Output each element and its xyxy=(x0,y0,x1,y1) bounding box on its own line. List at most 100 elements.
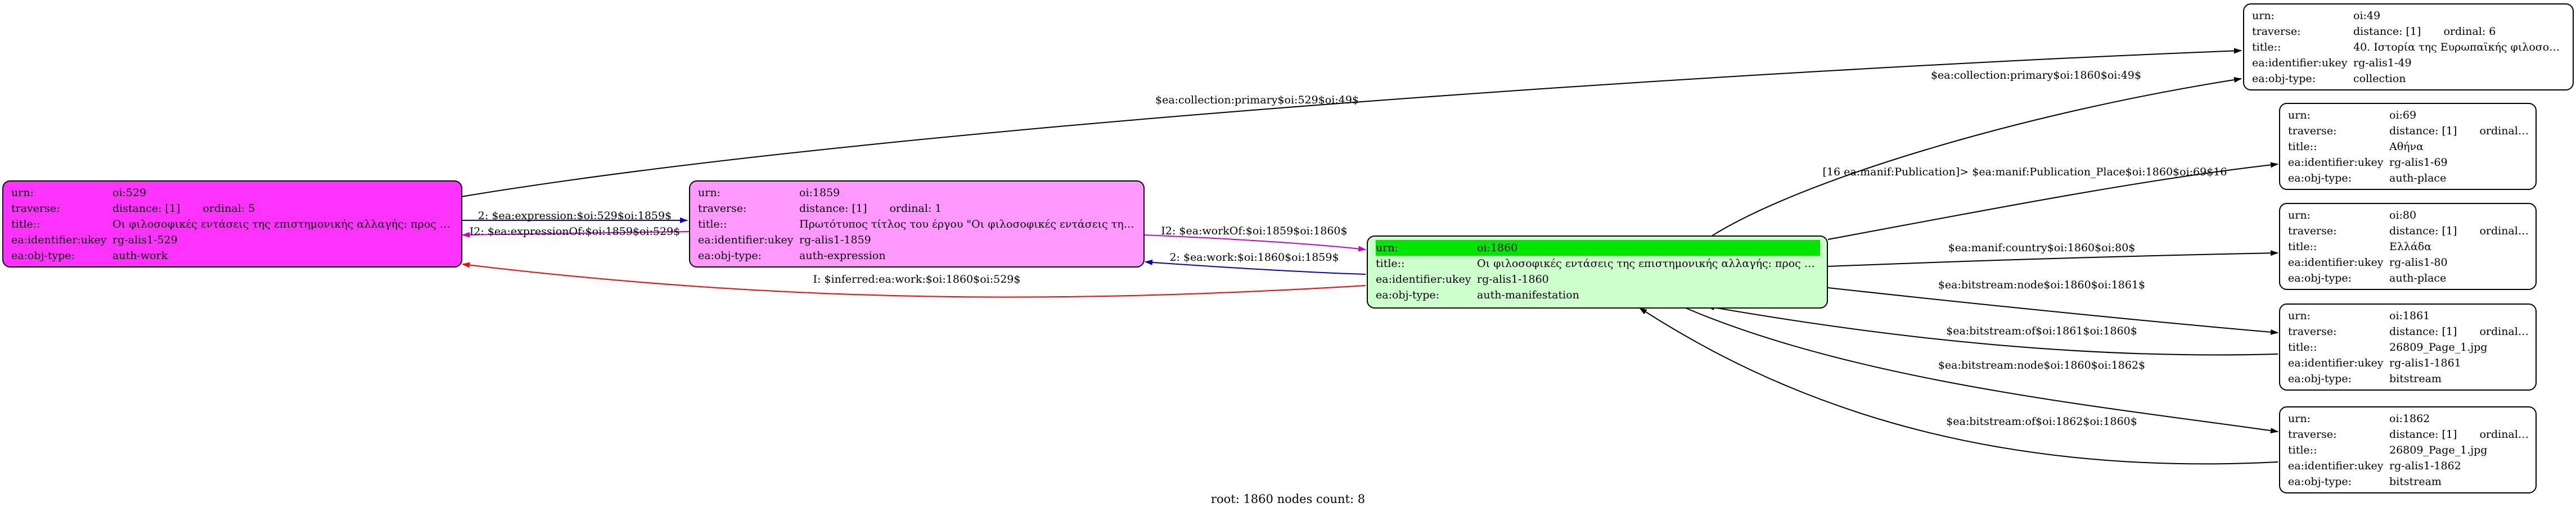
type-value: auth-place xyxy=(2389,272,2447,284)
edge-label-collection-529-49: $ea:collection:primary$oi:529$oi:49$ xyxy=(1155,94,1359,106)
traverse-key: traverse: xyxy=(2288,125,2337,137)
ukey-value: rg-alis1-69 xyxy=(2389,156,2448,169)
urn-value: oi:529 xyxy=(112,187,147,199)
ordinal-value: ordinal: 4 xyxy=(2479,225,2529,237)
ukey-key: ea:identifier:ukey xyxy=(2288,357,2384,369)
type-key: ea:obj-type: xyxy=(2288,475,2352,488)
type-value: auth-manifestation xyxy=(1477,289,1579,301)
edge-label-work-1860-1859: 2: $ea:work:$oi:1860$oi:1859$ xyxy=(1169,251,1339,264)
edge-label-bitnode-1860-1862: $ea:bitstream:node$oi:1860$oi:1862$ xyxy=(1938,359,2146,371)
edge-label-expressionof-1859-529: I2: $ea:expressionOf:$oi:1859$oi:529$ xyxy=(469,225,681,238)
urn-value: oi:1860 xyxy=(1477,242,1518,254)
edge-collection-529-49 xyxy=(461,48,2242,197)
ukey-key: ea:identifier:ukey xyxy=(2288,256,2384,269)
edge-label-collection-1860-49: $ea:collection:primary$oi:1860$oi:49$ xyxy=(1930,69,2142,81)
graph-footer: root: 1860 nodes count: 8 xyxy=(1210,492,1366,506)
ordinal-value: ordinal: 5 xyxy=(202,202,255,215)
title-value: Ελλάδα xyxy=(2389,241,2432,253)
node-oi-1862[interactable]: urn: oi:1862 traverse: distance: [1] ordina… xyxy=(2279,406,2537,493)
distance-value: distance: [1] xyxy=(2389,125,2457,137)
traverse-key: traverse: xyxy=(2288,428,2337,441)
title-key: title:: xyxy=(2288,341,2317,354)
ordinal-value: ordinal: 3 xyxy=(2479,428,2529,441)
ukey-value: rg-alis1-1862 xyxy=(2389,460,2461,472)
title-key: title:: xyxy=(2252,41,2281,53)
type-value: bitstream xyxy=(2389,373,2442,385)
ordinal-value: ordinal: 6 xyxy=(2443,25,2496,38)
node-oi-1860-root[interactable]: urn: oi:1860 title::Οι φιλοσοφικές εντάσε… xyxy=(1367,235,1828,309)
node-oi-1859[interactable]: urn: oi:1859 traverse: distance: [1] ordina… xyxy=(689,180,1145,268)
traverse-key: traverse: xyxy=(698,202,747,215)
node-oi-49[interactable]: urn:oi:49 traverse:distance: [1]ordinal:… xyxy=(2243,3,2574,90)
title-key: title:: xyxy=(2288,444,2317,456)
node-oi-69[interactable]: urn:oi:69 traverse:distance: [1]ordinal:… xyxy=(2279,103,2537,190)
urn-value: oi:1861 xyxy=(2389,310,2430,322)
ukey-value: rg-alis1-1859 xyxy=(799,234,871,246)
ukey-value: rg-alis1-1860 xyxy=(1477,273,1549,286)
type-value: auth-work xyxy=(112,250,168,262)
title-key: title:: xyxy=(1376,257,1405,270)
type-key: ea:obj-type: xyxy=(698,250,762,262)
edge-expressionof-1859-529 xyxy=(462,231,690,238)
edge-label-inferred-1860-529: I: $inferred:ea:work:$oi:1860$oi:529$ xyxy=(813,273,1021,286)
traverse-key: traverse: xyxy=(2288,225,2337,237)
edge-bitof-1862-1860 xyxy=(1639,307,2278,465)
title-key: title:: xyxy=(11,218,40,230)
urn-key: urn: xyxy=(2288,310,2311,322)
distance-value: distance: [1] xyxy=(2389,325,2457,338)
edge-label-workof-1859-1860: I2: $ea:workOf:$oi:1859$oi:1860$ xyxy=(1161,225,1348,237)
title-value: Οι φιλοσοφικές εντάσεις της επιστημονική… xyxy=(1477,257,1820,270)
distance-value: distance: [1] xyxy=(2389,428,2457,441)
urn-key: urn: xyxy=(1376,242,1398,254)
traverse-key: traverse: xyxy=(2288,325,2337,338)
ukey-key: ea:identifier:ukey xyxy=(2288,156,2384,169)
edge-label-country-1860-80: $ea:manif:country$oi:1860$oi:80$ xyxy=(1948,242,2136,254)
urn-key: urn: xyxy=(2288,209,2311,221)
edge-place-1860-69 xyxy=(1827,162,2278,240)
type-value: auth-expression xyxy=(799,250,886,262)
ukey-key: ea:identifier:ukey xyxy=(1376,273,1471,286)
type-key: ea:obj-type: xyxy=(2252,73,2316,85)
node-oi-80[interactable]: urn:oi:80 traverse:distance: [1]ordinal:… xyxy=(2279,203,2537,290)
distance-value: distance: [1] xyxy=(2389,225,2457,237)
ukey-key: ea:identifier:ukey xyxy=(11,234,107,246)
type-value: collection xyxy=(2353,73,2406,85)
ukey-value: rg-alis1-529 xyxy=(112,234,178,246)
node-oi-1861[interactable]: urn:oi:1861 traverse:distance: [1]ordina… xyxy=(2279,303,2537,391)
ukey-key: ea:identifier:ukey xyxy=(698,234,794,246)
ukey-key: ea:identifier:ukey xyxy=(2288,460,2384,472)
urn-value: oi:1862 xyxy=(2389,413,2430,425)
edge-inferred-1860-529 xyxy=(462,262,1366,298)
ukey-key: ea:identifier:ukey xyxy=(2252,57,2348,69)
edge-label-bitof-1861-1860: $ea:bitstream:of$oi:1861$oi:1860$ xyxy=(1946,325,2137,337)
edge-workof-1859-1860 xyxy=(1143,234,1366,252)
ukey-value: rg-alis1-80 xyxy=(2389,256,2448,269)
edge-label-bitof-1862-1860: $ea:bitstream:of$oi:1862$oi:1860$ xyxy=(1946,415,2137,428)
type-key: ea:obj-type: xyxy=(2288,172,2352,184)
type-key: ea:obj-type: xyxy=(2288,272,2352,284)
ordinal-value: ordinal: 1 xyxy=(889,202,942,215)
ukey-value: rg-alis1-49 xyxy=(2353,57,2412,69)
title-value: 40. Ιστορία της Ευρωπαϊκής φιλοσοφίας xyxy=(2353,41,2566,53)
edge-collection-1860-49 xyxy=(1709,77,2242,238)
distance-value: distance: [1] xyxy=(799,202,867,215)
type-key: ea:obj-type: xyxy=(1376,289,1440,301)
edge-bitnode-1860-1861 xyxy=(1827,287,2278,335)
type-key: ea:obj-type: xyxy=(11,250,75,262)
node-oi-529[interactable]: urn:oi:529 traverse:distance: [1]ordinal… xyxy=(2,180,462,268)
edge-label-place-1860-69: [16 ea:manif:Publication]> $ea:manif:Pub… xyxy=(1822,166,2227,178)
urn-key: urn: xyxy=(698,187,720,199)
urn-key: urn: xyxy=(2288,413,2311,425)
title-value: 26809_Page_1.jpg xyxy=(2389,341,2488,354)
urn-key: urn: xyxy=(11,187,34,199)
urn-value: oi:1859 xyxy=(799,187,840,199)
title-value: Πρωτότυπος τίτλος του έργου "Οι φιλοσοφι… xyxy=(799,218,1137,230)
distance-value: distance: [1] xyxy=(2353,25,2421,38)
title-key: title:: xyxy=(2288,241,2317,253)
edge-label-expression-529-1859: 2: $ea:expression:$oi:529$oi:1859$ xyxy=(478,210,672,222)
urn-value: oi:69 xyxy=(2389,109,2417,121)
title-value: 26809_Page_1.jpg xyxy=(2389,444,2488,456)
edge-work-1860-1859 xyxy=(1145,259,1366,275)
